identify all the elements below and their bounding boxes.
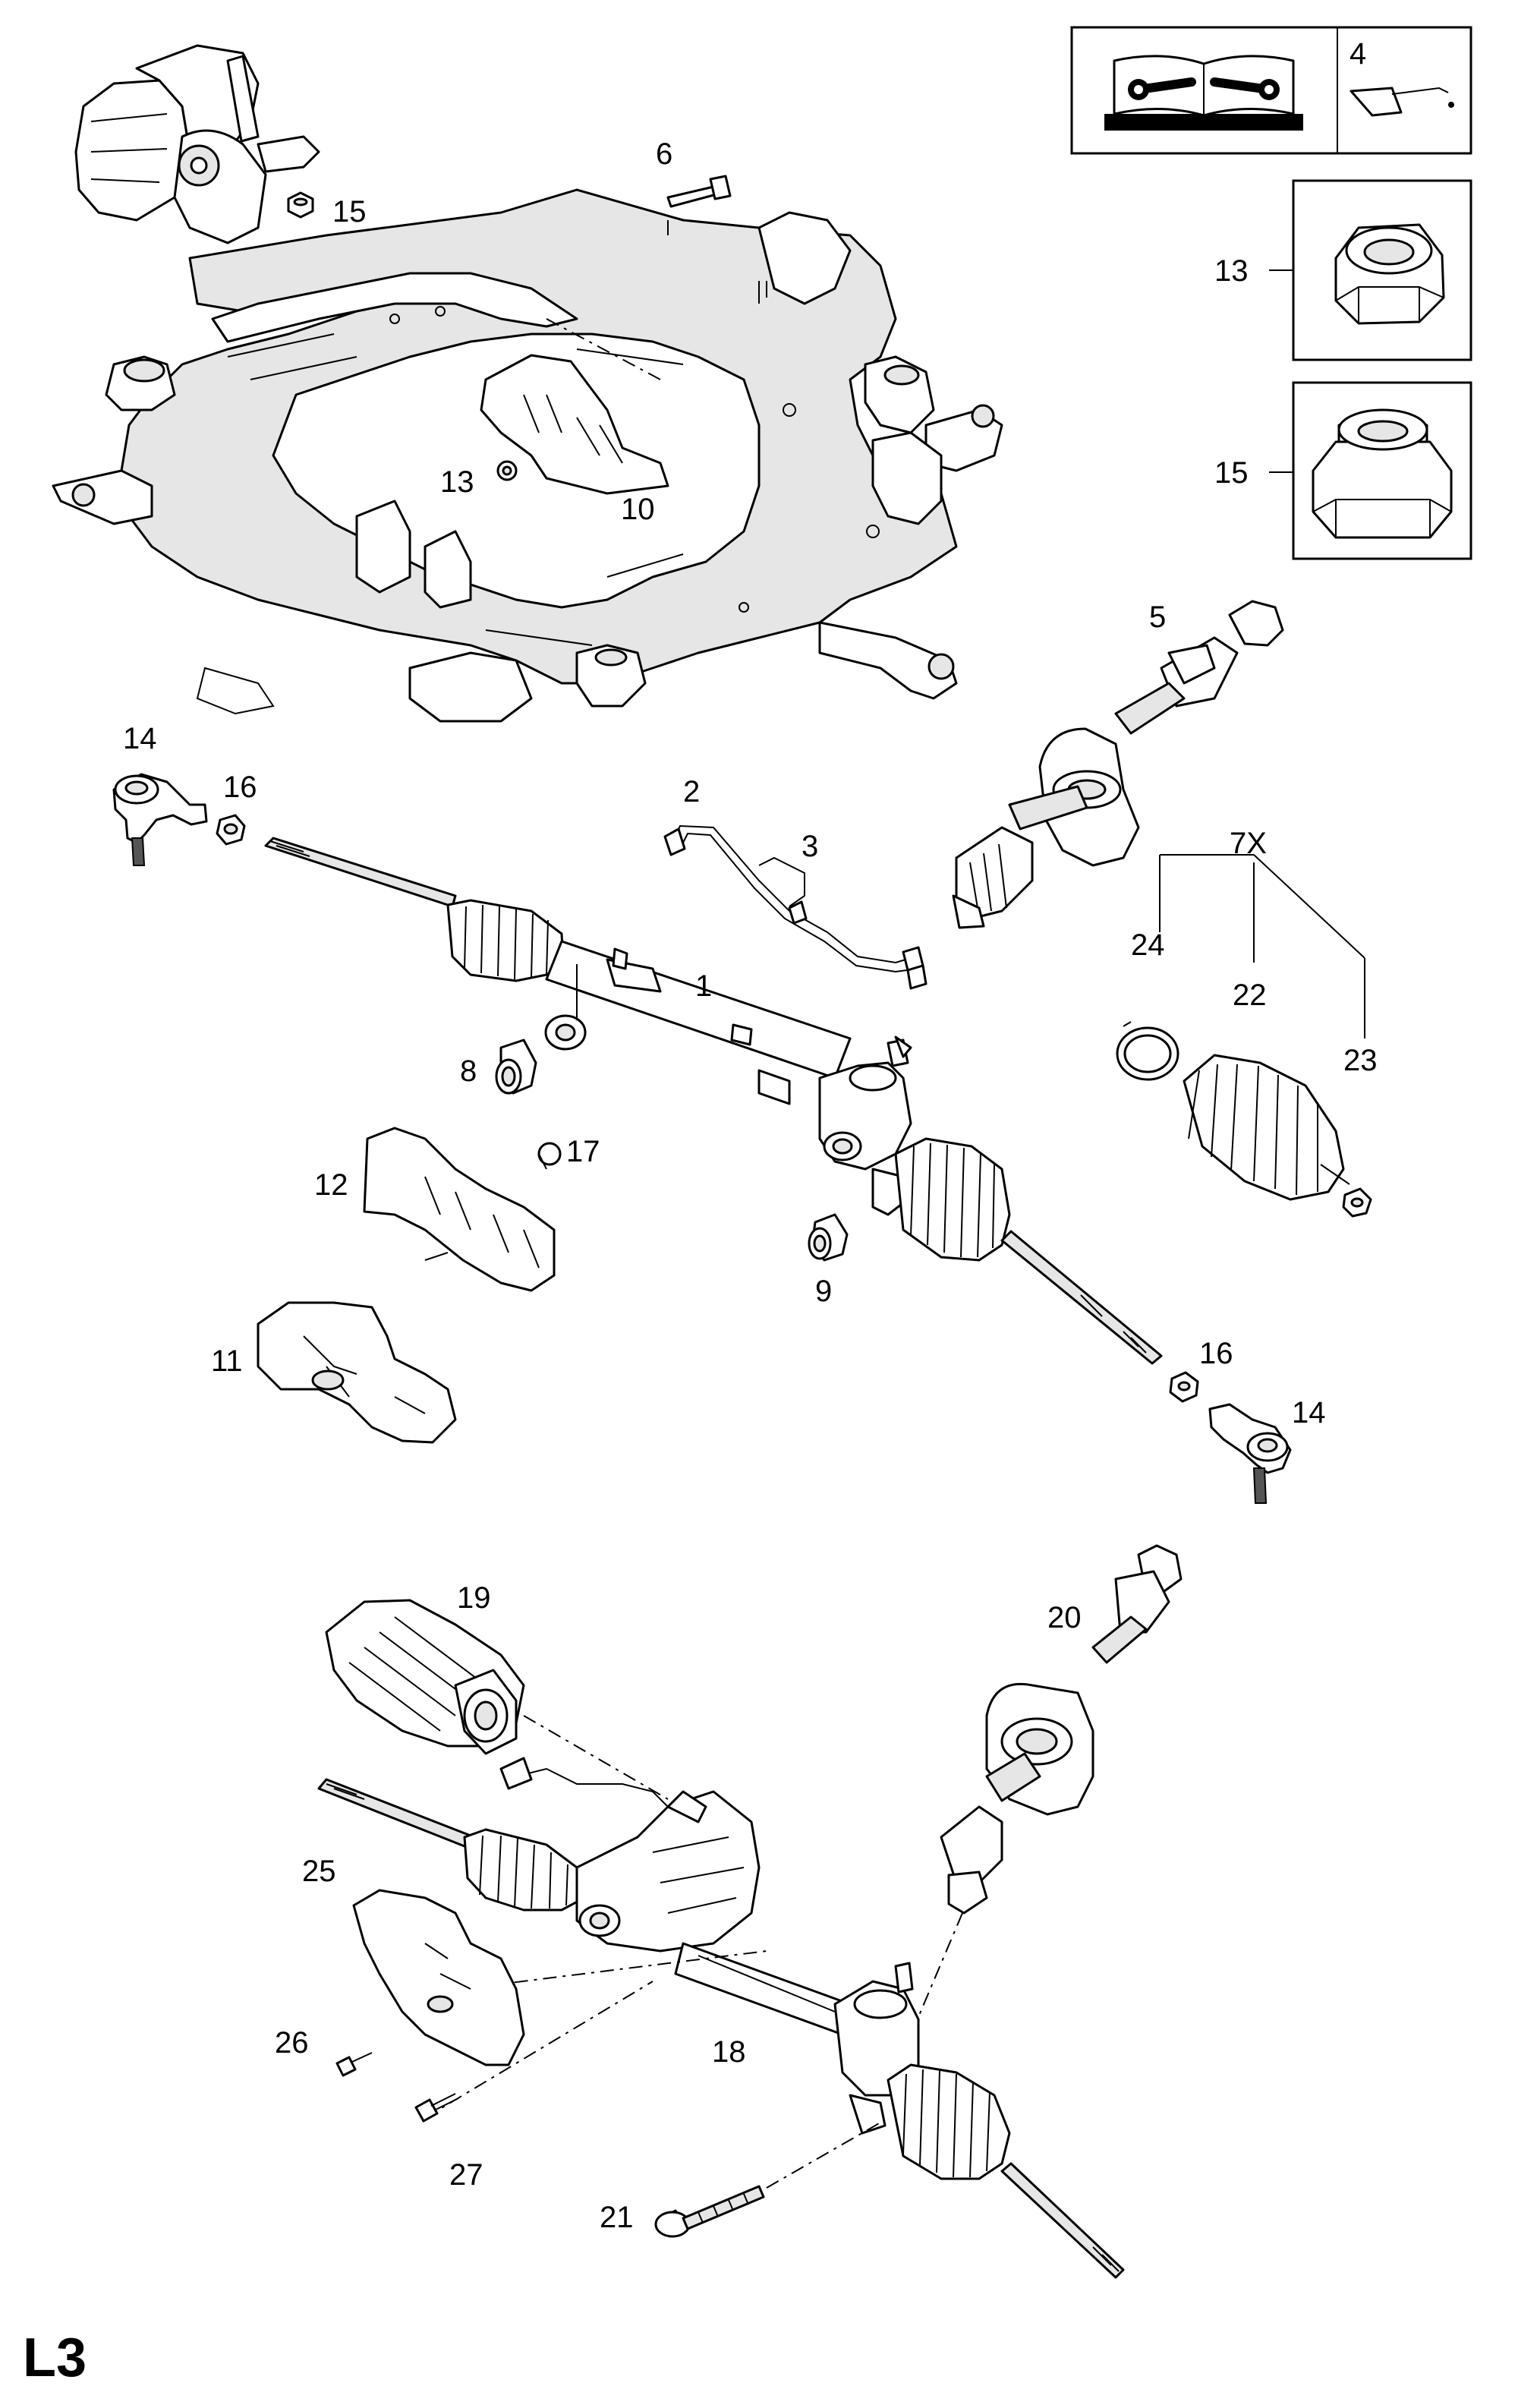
stud-27 [414,2093,459,2123]
heat-shield-11 [257,1301,457,1444]
callout-22: 22 [1233,979,1267,1012]
hex-nut-icon [1334,223,1445,325]
nut-16-right [1169,1371,1199,1403]
callout-19: 19 [457,1581,491,1615]
callout-13-top: 13 [440,465,474,499]
callout-14-right: 14 [1292,1396,1326,1429]
callout-23: 23 [1343,1044,1378,1077]
callout-20: 20 [1047,1601,1082,1634]
bolt-21 [654,2122,881,2238]
pipes-2-3 [663,824,927,990]
nut-legend-15: 15 [1214,381,1472,560]
steering-rack-1 [264,837,1163,1365]
screw-26 [335,2052,373,2077]
callout-17: 17 [566,1135,600,1168]
boot-22 [1183,1054,1350,1201]
tie-rod-end-14-left [112,773,208,866]
callout-10: 10 [621,493,655,526]
callout-1: 1 [695,969,712,1003]
bushing-9 [808,1213,849,1262]
callout-14-left: 14 [123,722,157,755]
nut-legend-13: 13 [1214,179,1472,361]
heat-shield-12 [363,1127,556,1292]
heat-shield-10 [480,318,669,495]
callout-15-legend: 15 [1214,456,1249,490]
heat-shield-25 [352,1889,525,2066]
page-label: L3 [23,2328,87,2388]
callout-26: 26 [275,2026,309,2060]
callout-21: 21 [600,2201,634,2234]
bolt-6 [666,175,732,208]
bushing-8 [495,1039,537,1095]
nut-15-top [287,191,314,219]
clamp-24 [1116,1021,1179,1081]
callout-15-top: 15 [332,195,367,229]
tie-rod-end-14-right [1208,1403,1292,1504]
callout-6: 6 [656,137,672,171]
callout-13-legend: 13 [1214,254,1249,288]
callout-16-left: 16 [223,771,257,804]
callout-9: 9 [815,1275,832,1308]
callout-11: 11 [211,1344,243,1378]
manual-wrench-icon [1104,55,1303,131]
clip-23 [1342,1187,1372,1218]
electric-rack-18 [317,1757,1125,2279]
clip-17 [537,1142,562,1170]
callout-27: 27 [449,2158,483,2192]
callout-5: 5 [1149,600,1166,634]
callout-4: 4 [1350,37,1366,71]
oil-can-icon [1350,87,1454,117]
callout-16-right: 16 [1199,1337,1233,1370]
manual-lubricant-legend: 4 [1070,26,1472,155]
lock-nut-icon [1312,408,1453,539]
callouts: 15 6 13 10 5 14 16 2 3 7X 24 22 1 23 8 1… [123,137,1378,2234]
callout-3: 3 [802,830,818,863]
column-shaft-20 [907,1544,1183,2043]
boot-kit-7x [1116,854,1372,1218]
nut-13-top [496,460,518,481]
intermediate-shaft-5 [952,600,1284,929]
callout-18: 18 [712,2035,746,2069]
callout-2: 2 [683,775,700,808]
callout-24: 24 [1131,928,1165,962]
brake-knuckle-assembly [74,44,320,244]
nut-16-left [216,814,246,846]
callout-8: 8 [460,1054,477,1088]
callout-12: 12 [314,1168,348,1202]
motor-19 [325,1599,669,1800]
callout-7x: 7X [1230,827,1267,860]
callout-25: 25 [302,1855,336,1888]
